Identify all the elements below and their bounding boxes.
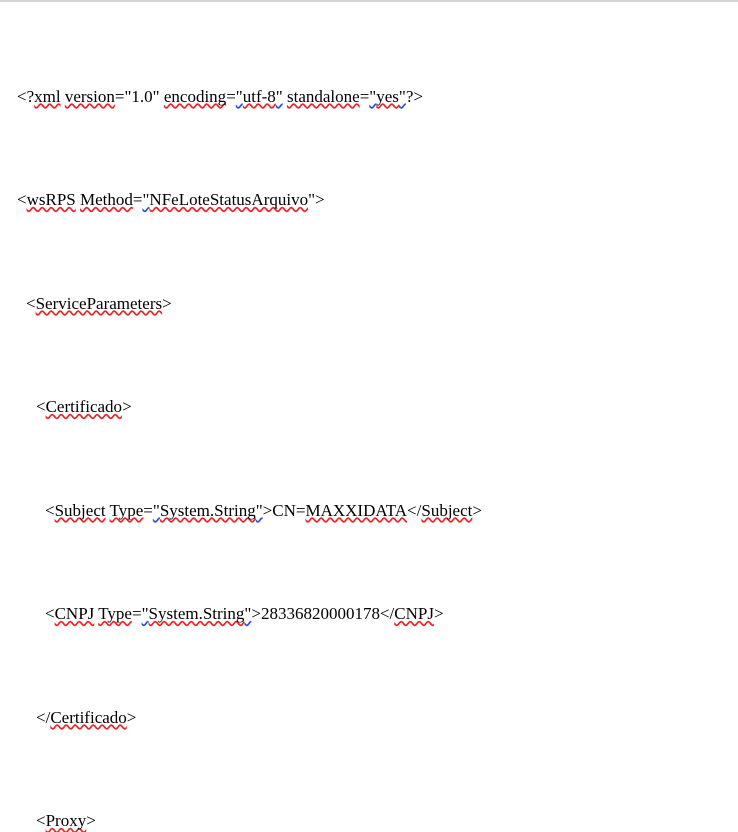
xml-line: <Proxy> [36,811,96,831]
spell-error: yes [376,86,399,106]
spell-error: utf-8 [242,86,276,106]
xml-line: <Certificado> [36,397,132,417]
xml-source-body[interactable]: <?xml version="1.0" encoding="utf-8" sta… [0,4,738,832]
grammar-error: " [255,500,263,520]
xml-line: <wsRPS Method="NFeLoteStatusArquivo"> [17,190,325,210]
spell-error: Type [109,500,144,520]
spell-error: MAXXIDATA [305,500,408,520]
spell-error: Subject [54,500,106,520]
spell-error: System.String [148,604,245,624]
spell-error: Type [98,604,132,624]
spell-error: ServiceParameters [35,293,163,313]
spell-error: xml [34,86,61,106]
grammar-error: " [398,86,406,106]
spell-error: Method [79,190,133,210]
spell-error: NFeLoteStatusArquivo [149,190,309,210]
spell-error: version [64,86,115,106]
spell-error: standalone [286,86,360,106]
spell-error: CNPJ [394,604,434,624]
spell-error: CNPJ [54,604,95,624]
grammar-error: " [141,604,149,624]
spell-error: Subject [421,500,473,520]
xml-line: <ServiceParameters> [26,293,172,313]
grammar-error: " [244,604,252,624]
xml-line: <Subject Type="System.String">CN=MAXXIDA… [45,500,482,520]
xml-line: <?xml version="1.0" encoding="utf-8" sta… [17,86,423,106]
grammar-error: " [275,86,283,106]
spell-error: wsRPS [26,190,76,210]
spell-error: encoding [163,86,227,106]
grammar-error: " [152,500,160,520]
spell-error: Certificado [45,397,123,417]
xml-line: <CNPJ Type="System.String">2833682000017… [45,604,444,624]
grammar-error: " [369,86,377,106]
grammar-error: " [235,86,243,106]
spell-error: Proxy [45,811,87,831]
xml-line: </Certificado> [36,707,137,727]
page-top-rule [0,0,738,2]
grammar-error: " [142,190,150,210]
spell-error: Certificado [50,707,127,727]
spell-error: System.String [159,500,256,520]
